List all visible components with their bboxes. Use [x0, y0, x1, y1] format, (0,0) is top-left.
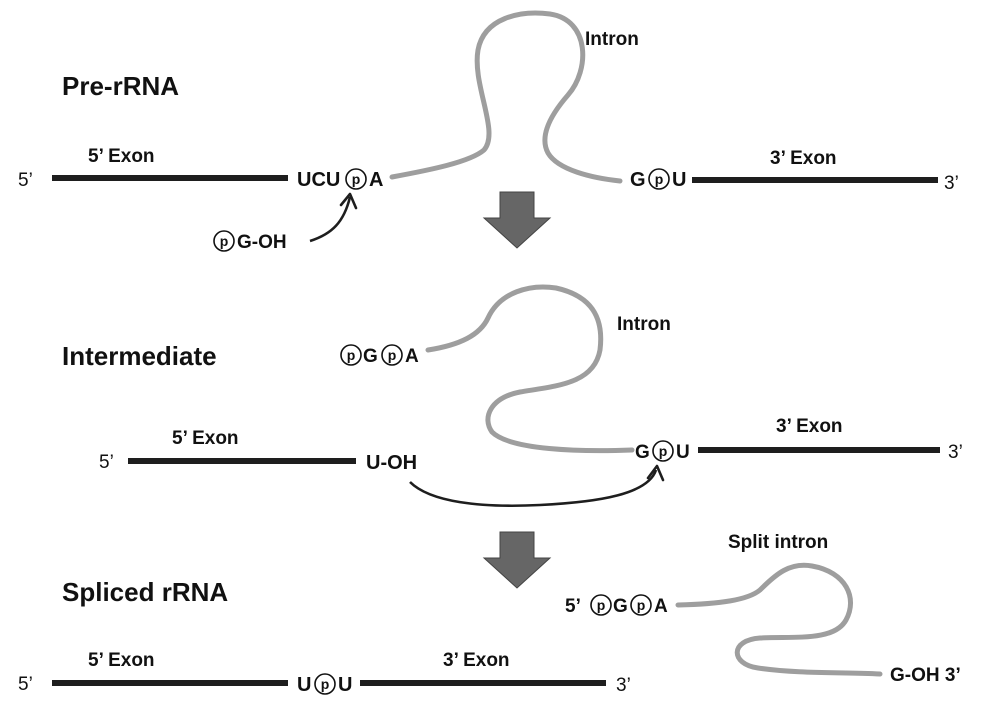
step-arrow-2	[482, 531, 552, 589]
spliced-five-prime-end: 5’	[18, 674, 33, 695]
intermediate-intron-a: A	[405, 346, 419, 367]
split-intron-five-prime: 5’	[565, 596, 581, 617]
svg-text:p: p	[220, 233, 229, 249]
pre-junction3-suffix: U	[672, 169, 686, 191]
intermediate-attack-arrow	[409, 469, 658, 508]
pre-junction5-phosphate: p	[345, 168, 367, 190]
split-intron-phosphate-2: p	[630, 594, 652, 616]
split-intron-three-prime: G-OH 3’	[890, 665, 961, 686]
pre-junction5-prefix: UCU	[297, 169, 340, 191]
pre-guanosine-label: G-OH	[237, 232, 287, 253]
spliced-3-exon-label: 3’ Exon	[443, 650, 510, 671]
intermediate-five-prime-end: 5’	[99, 452, 114, 473]
spliced-junction-phosphate: p	[314, 673, 336, 695]
pre-five-prime-end: 5’	[18, 170, 33, 191]
intermediate-title: Intermediate	[62, 341, 217, 371]
intermediate-three-prime-end: 3’	[948, 442, 963, 463]
spliced-junction-prefix: U	[297, 674, 311, 696]
pre-rrna-title: Pre-rRNA	[62, 71, 179, 101]
svg-text:p: p	[597, 597, 606, 613]
pre-junction3-prefix: G	[630, 169, 646, 191]
intermediate-arrowhead	[646, 464, 665, 482]
intermediate-3-exon-label: 3’ Exon	[776, 416, 843, 437]
spliced-junction-suffix: U	[338, 674, 352, 696]
split-intron-a: A	[654, 596, 668, 617]
intermediate-intron-5p-phosphate-1: p	[340, 344, 362, 366]
pre-intron-label: Intron	[585, 29, 639, 50]
pre-guanosine-attack-arrow	[309, 196, 352, 243]
intermediate-exon5-end: U-OH	[366, 452, 417, 474]
spliced-three-prime-end: 3’	[616, 675, 631, 696]
pre-three-prime-end: 3’	[944, 173, 959, 194]
svg-text:p: p	[388, 347, 397, 363]
svg-text:p: p	[352, 171, 361, 187]
intermediate-junction3-suffix: U	[676, 442, 690, 463]
pre-intron-strand	[389, 10, 623, 184]
pre-guanosine-phosphate: p	[213, 230, 235, 252]
pre-3-exon-label: 3’ Exon	[770, 148, 837, 169]
intermediate-junction3-prefix: G	[635, 442, 650, 463]
pre-junction5-suffix: A	[369, 169, 383, 191]
intermediate-junction3-phosphate: p	[652, 440, 674, 462]
spliced-title: Spliced rRNA	[62, 577, 228, 607]
split-intron-label: Split intron	[728, 532, 828, 553]
intermediate-intron-strand	[425, 284, 635, 454]
split-intron-g: G	[613, 596, 628, 617]
intermediate-5-exon-label: 5’ Exon	[172, 428, 239, 449]
intermediate-intron-g: G	[363, 346, 378, 367]
svg-text:p: p	[659, 443, 668, 459]
svg-text:p: p	[637, 597, 646, 613]
svg-text:p: p	[655, 171, 664, 187]
step-arrow-1	[482, 191, 552, 249]
pre-junction3-phosphate: p	[648, 168, 670, 190]
spliced-5-exon-label: 5’ Exon	[88, 650, 155, 671]
pre-guanosine-arrowhead	[339, 192, 358, 210]
split-intron-phosphate-1: p	[590, 594, 612, 616]
pre-5-exon-label: 5’ Exon	[88, 146, 155, 167]
svg-text:p: p	[321, 676, 330, 692]
split-intron-strand	[675, 562, 883, 677]
intermediate-intron-label: Intron	[617, 314, 671, 335]
intermediate-intron-5p-phosphate-2: p	[381, 344, 403, 366]
svg-text:p: p	[347, 347, 356, 363]
